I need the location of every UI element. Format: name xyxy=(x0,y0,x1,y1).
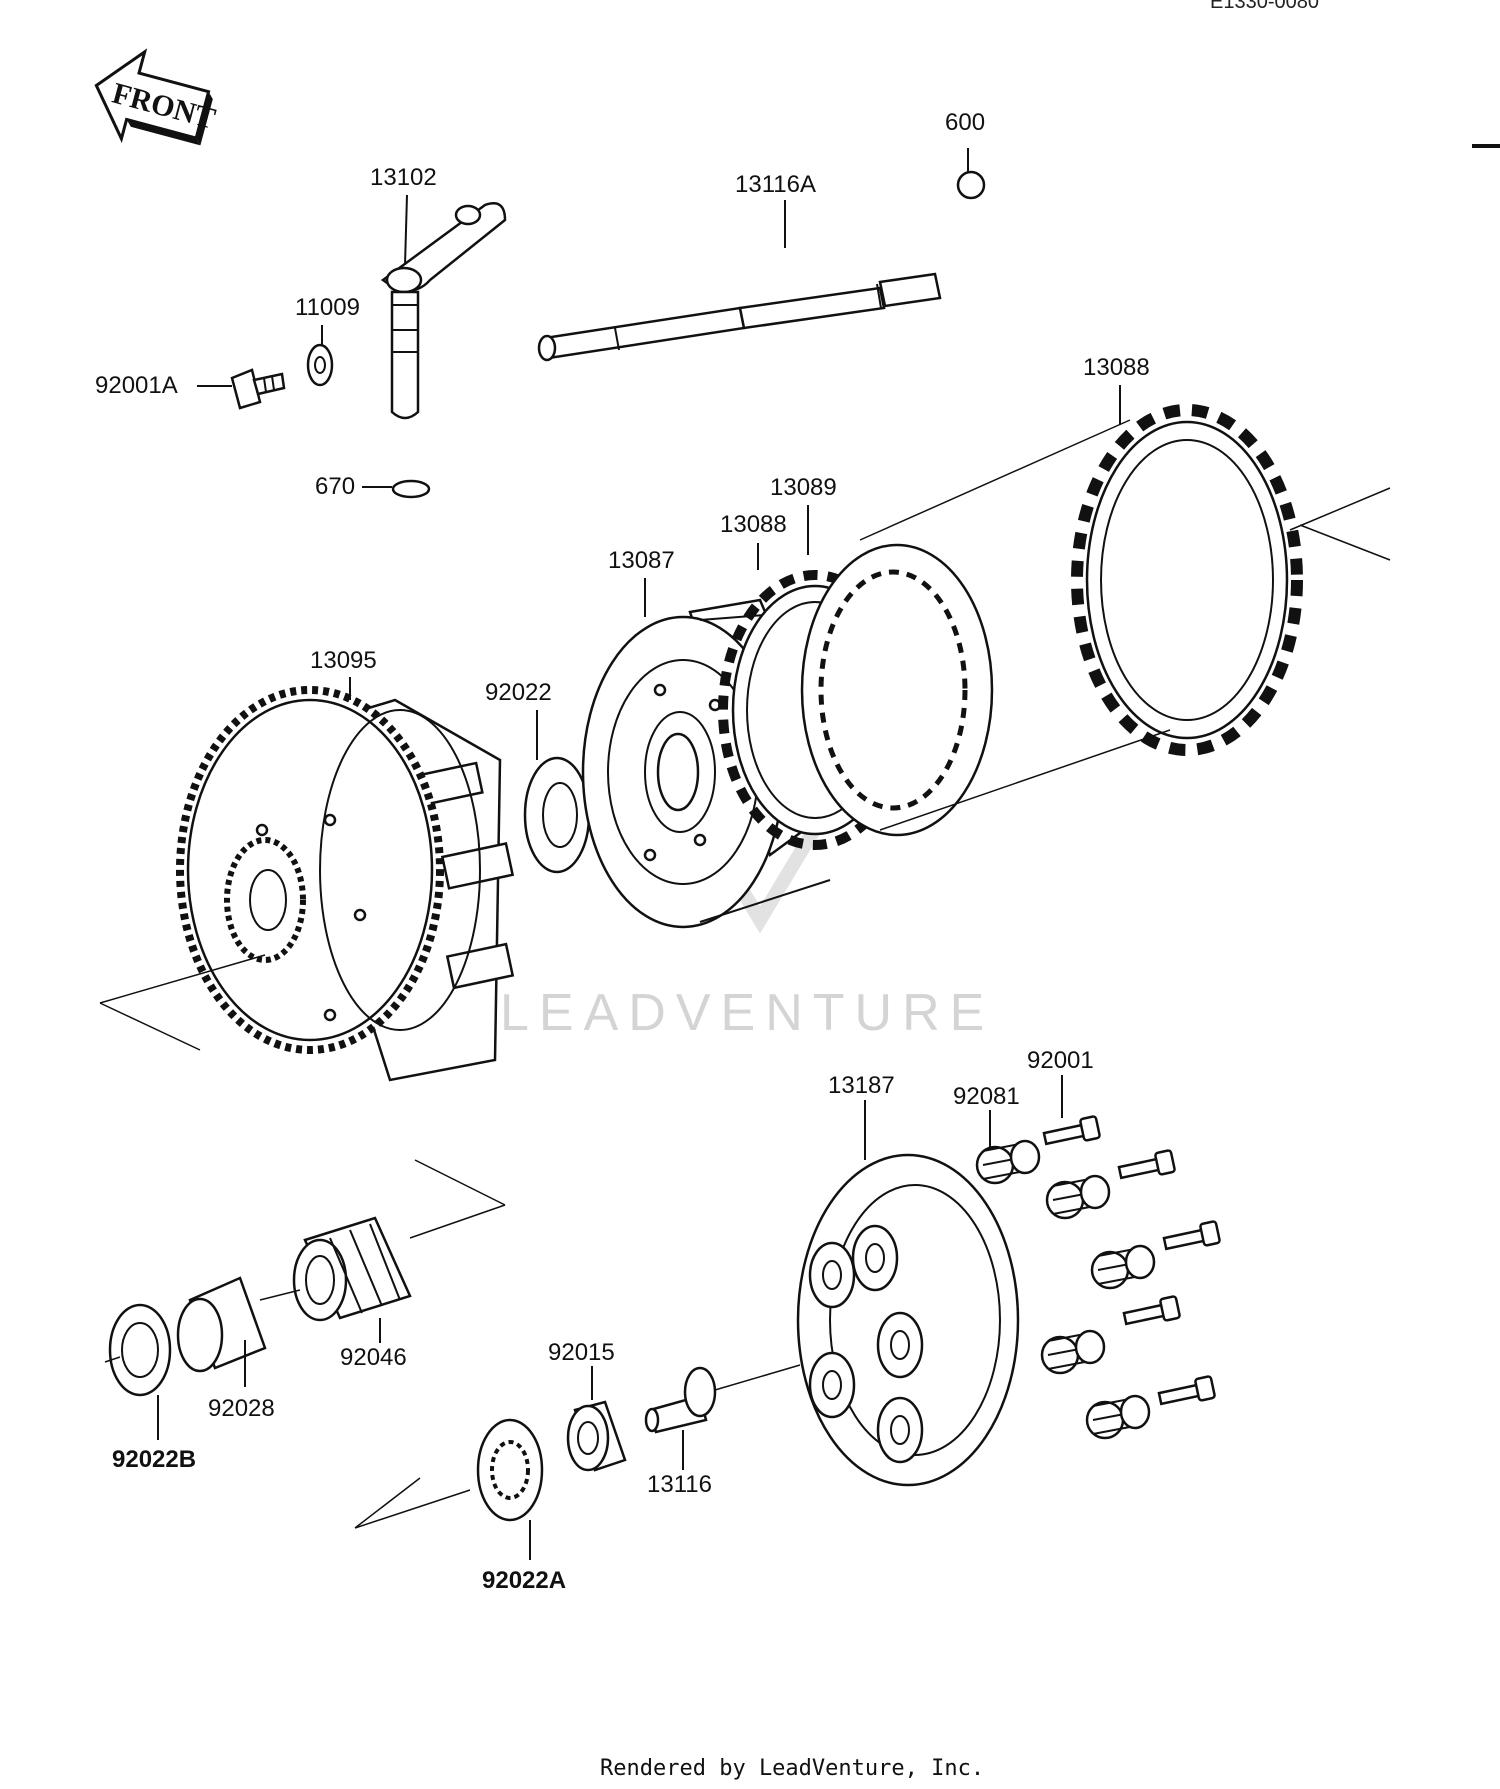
label-13116A[interactable]: 13116A xyxy=(735,171,816,198)
lock-washer-92022A[interactable] xyxy=(476,1418,544,1522)
pushrod-13116[interactable] xyxy=(644,1366,717,1434)
sleeve-92028[interactable] xyxy=(176,1276,267,1373)
label-92001[interactable]: 92001 xyxy=(1027,1047,1094,1074)
label-92015[interactable]: 92015 xyxy=(548,1339,615,1366)
o-ring-670[interactable] xyxy=(391,479,431,499)
label-13102[interactable]: 13102 xyxy=(370,164,437,191)
label-92022[interactable]: 92022 xyxy=(485,679,552,706)
label-600[interactable]: 600 xyxy=(945,109,985,136)
spring-bolts-92001[interactable] xyxy=(1042,1115,1221,1409)
steel-plate-13089[interactable] xyxy=(800,543,994,837)
label-13116[interactable]: 13116 xyxy=(647,1471,712,1498)
label-670[interactable]: 670 xyxy=(315,473,355,500)
thrust-washer-92022[interactable] xyxy=(523,756,591,874)
washer-92022B[interactable] xyxy=(108,1303,172,1397)
nut-92015[interactable] xyxy=(566,1400,627,1472)
ball-600[interactable] xyxy=(956,170,986,200)
label-13088-rear[interactable]: 13088 xyxy=(1083,354,1150,381)
label-92022A[interactable]: 92022A xyxy=(482,1567,566,1594)
release-lever-13102[interactable] xyxy=(380,202,507,420)
pressure-plate-13187[interactable] xyxy=(796,1153,1020,1487)
label-13088-front[interactable]: 13088 xyxy=(720,511,787,538)
friction-plate-13088-rear[interactable] xyxy=(1071,404,1303,756)
footer-credit: Rendered by LeadVenture, Inc. xyxy=(600,1756,984,1781)
label-92046[interactable]: 92046 xyxy=(340,1344,407,1371)
label-92028[interactable]: 92028 xyxy=(208,1395,275,1422)
front-arrow-icon: FRONT xyxy=(94,48,219,146)
needle-bearing-92046[interactable] xyxy=(292,1216,412,1322)
clutch-springs-92081[interactable] xyxy=(975,1139,1156,1440)
leader-lines xyxy=(157,148,1121,1560)
label-13187[interactable]: 13187 xyxy=(828,1072,895,1099)
label-13095[interactable]: 13095 xyxy=(310,647,377,674)
part-labels: 600 13116A 13102 11009 92001A 670 13088 … xyxy=(95,109,1150,1594)
bolt-92001A[interactable] xyxy=(230,368,286,410)
label-11009[interactable]: 11009 xyxy=(295,294,360,321)
label-92022B[interactable]: 92022B xyxy=(112,1446,196,1473)
label-92001A[interactable]: 92001A xyxy=(95,372,178,399)
label-92081[interactable]: 92081 xyxy=(953,1083,1020,1110)
label-13087[interactable]: 13087 xyxy=(608,547,675,574)
clutch-housing-13095[interactable] xyxy=(176,686,515,1082)
pushrod-13116A[interactable] xyxy=(537,272,942,362)
label-13089[interactable]: 13089 xyxy=(770,474,837,501)
diagram-code: E1330-0080 xyxy=(1210,0,1319,13)
watermark-text: LEADVENTURE xyxy=(500,984,994,1042)
washer-11009[interactable] xyxy=(306,343,334,387)
